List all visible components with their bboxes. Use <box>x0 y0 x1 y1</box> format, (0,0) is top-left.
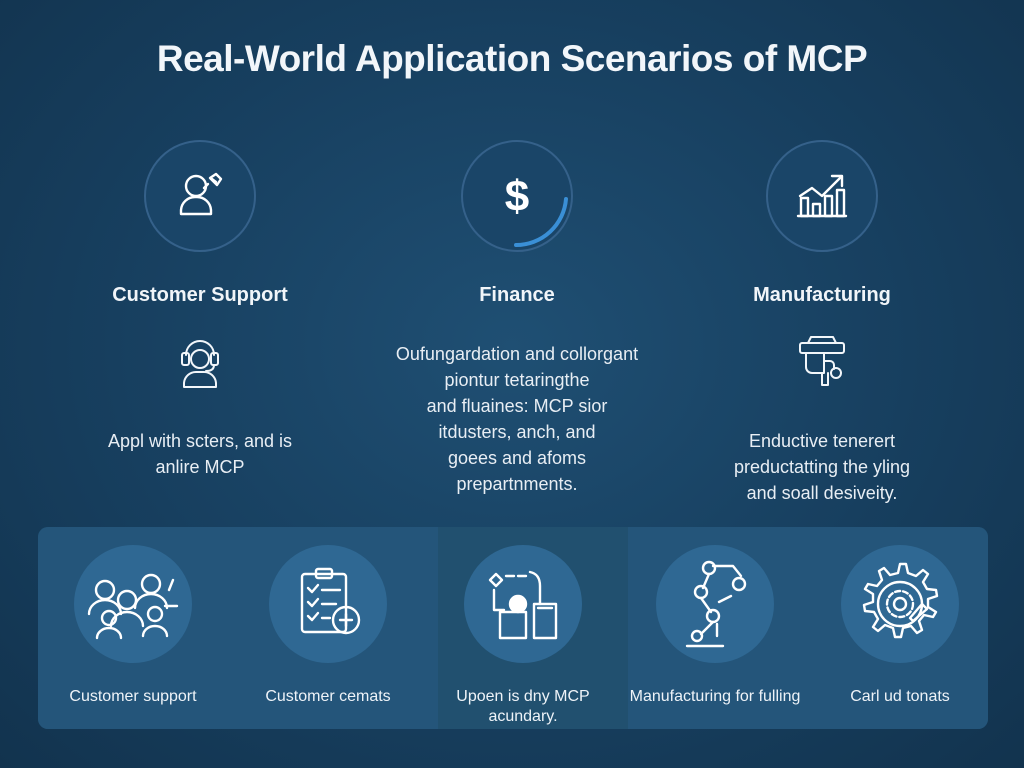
scenario-card: Carl ud tonats <box>810 545 990 707</box>
column-manufacturing: Manufacturing Enductive tenerert preduct… <box>672 140 972 506</box>
page-title: Real-World Application Scenarios of MCP <box>156 38 868 79</box>
description-line: itdusters, anch, and <box>438 422 596 442</box>
scenario-card: Customer cemats <box>238 545 418 707</box>
column-title: Manufacturing <box>753 284 891 306</box>
column-title: Customer Support <box>112 284 288 306</box>
flow-process-icon <box>488 570 558 640</box>
card-disc <box>841 545 959 663</box>
finance-ring: $ <box>461 140 573 252</box>
description-line: anlire MCP <box>155 457 245 477</box>
column-customer-support: Customer Support Appl with scters, and i… <box>50 140 350 480</box>
card-label: Customer support <box>69 688 197 705</box>
card-label: Carl ud tonats <box>850 688 950 705</box>
description-line: and fluaines: MCP sior <box>426 396 608 416</box>
scenario-card: Customer support <box>43 545 223 707</box>
column-title: Finance <box>479 284 555 306</box>
person-chat-icon <box>179 172 223 216</box>
description-line: Enductive tenerert <box>748 431 896 451</box>
customer-support-ring <box>144 140 256 252</box>
description-line: preductatting the yling <box>733 457 911 477</box>
scenario-card: Upoen is dny MCP acundary. <box>433 545 613 727</box>
description-line: Oufungardation and collorgant <box>395 344 639 364</box>
description-line: piontur tetaringthe <box>444 370 590 390</box>
card-disc <box>464 545 582 663</box>
scenario-card-panel: Customer support Customer cemats <box>38 527 988 729</box>
card-label: Upoen is dny MCP acundary. <box>456 688 590 725</box>
svg-text:$: $ <box>505 172 529 221</box>
gear-icon <box>862 562 939 639</box>
card-disc <box>269 545 387 663</box>
card-label: Manufacturing for fulling <box>629 688 801 705</box>
team-people-icon <box>87 573 179 640</box>
card-label: Customer cemats <box>265 688 391 705</box>
card-disc <box>656 545 774 663</box>
checklist-clipboard-icon <box>300 567 361 635</box>
scenario-card: Manufacturing for fulling <box>625 545 805 707</box>
description-line: prepartnments. <box>456 474 578 494</box>
machine-tool-icon <box>799 336 845 386</box>
card-disc <box>74 545 192 663</box>
headset-agent-icon <box>181 340 219 388</box>
description-line: goees and afoms <box>447 448 587 468</box>
description-line: and soall desiveity. <box>746 483 898 503</box>
dollar-icon: $ <box>505 172 568 248</box>
bar-chart-trend-icon <box>796 174 848 218</box>
description-line: Appl with scters, and is <box>107 431 293 451</box>
robot-arm-icon <box>685 560 747 648</box>
column-finance: $ Finance Oufungardation and collorgant … <box>367 140 667 497</box>
manufacturing-ring <box>766 140 878 252</box>
